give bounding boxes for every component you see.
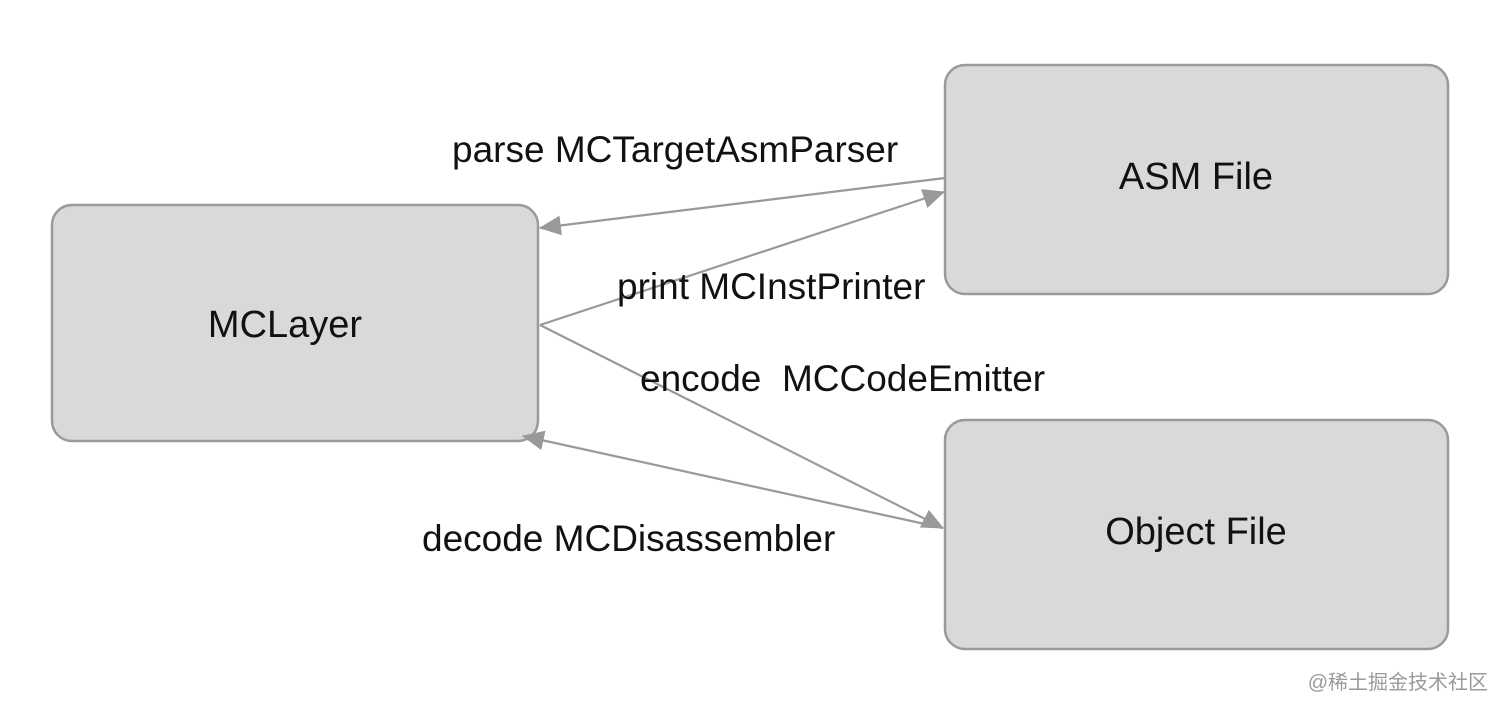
node-object-file: Object File bbox=[943, 418, 1450, 651]
edge-print-arrow bbox=[539, 189, 946, 327]
edge-encode-label: encode MCCodeEmitter bbox=[640, 358, 1045, 399]
edge-encode-arrow bbox=[539, 324, 944, 529]
edge-decode-arrow bbox=[521, 430, 944, 530]
edge-decode-label: decode MCDisassembler bbox=[422, 518, 835, 559]
edge-parse-label: parse MCTargetAsmParser bbox=[452, 129, 898, 170]
node-mclayer-label: MCLayer bbox=[208, 304, 362, 346]
node-asm-file: ASM File bbox=[943, 63, 1450, 296]
edge-print-label: print MCInstPrinter bbox=[617, 266, 925, 307]
node-asm-file-label: ASM File bbox=[1119, 156, 1273, 198]
edge-parse-arrow bbox=[538, 176, 946, 236]
watermark-text: @稀土掘金技术社区 bbox=[1308, 671, 1488, 694]
node-object-file-label: Object File bbox=[1105, 511, 1287, 553]
node-mclayer: MCLayer bbox=[50, 203, 540, 443]
